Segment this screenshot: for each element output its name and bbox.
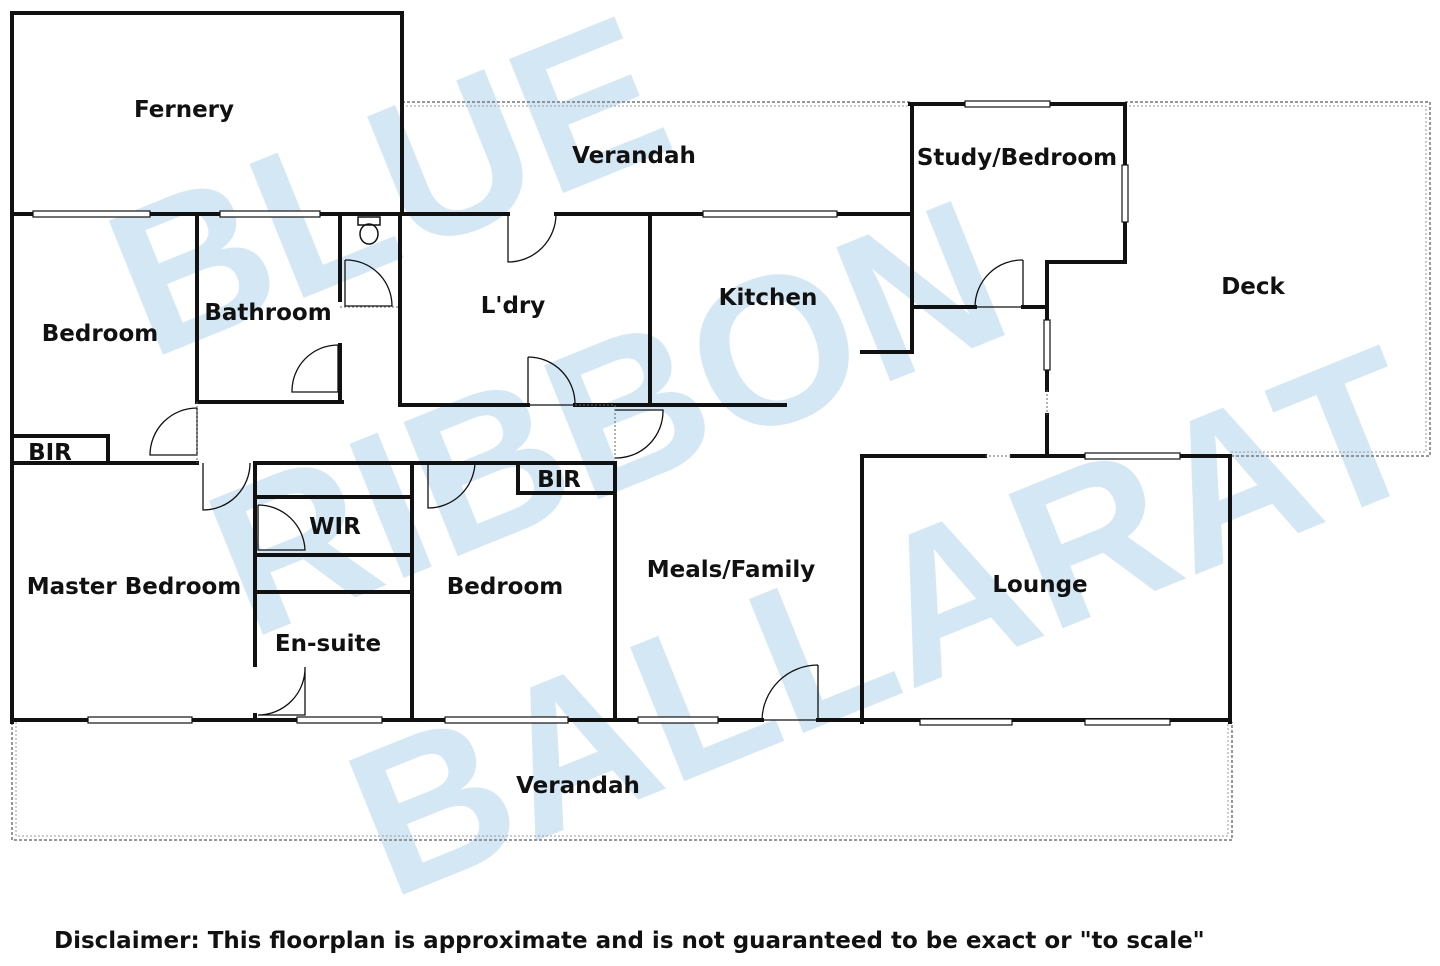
door-swing	[614, 409, 664, 459]
window	[219, 210, 321, 218]
windows	[32, 100, 1181, 726]
window	[1043, 319, 1051, 371]
window	[637, 716, 719, 724]
outdoor-areas	[11, 101, 1431, 841]
room-ensuite: En-suite	[275, 631, 381, 657]
door-swing	[291, 344, 339, 393]
window	[1121, 164, 1129, 223]
verandah-deck-outline	[11, 101, 1431, 841]
room-verandah-top: Verandah	[572, 143, 696, 169]
window	[87, 716, 193, 724]
door-swing	[257, 666, 306, 716]
room-master-bedroom: Master Bedroom	[27, 574, 242, 600]
window	[964, 100, 1051, 108]
room-meals-family: Meals/Family	[647, 557, 816, 583]
disclaimer: Disclaimer: This floorplan is approximat…	[54, 928, 1205, 954]
door-swing	[974, 259, 1024, 308]
room-bedroom-1: Bedroom	[42, 321, 159, 347]
room-bathroom: Bathroom	[204, 300, 331, 326]
room-study-bedroom: Study/Bedroom	[917, 145, 1117, 171]
room-bedroom-2: Bedroom	[447, 574, 564, 600]
window	[1084, 452, 1181, 460]
room-labels: Fernery Verandah Study/Bedroom Deck Bedr…	[27, 97, 1286, 799]
window	[702, 210, 838, 218]
window	[919, 718, 1013, 726]
door-swing	[761, 664, 819, 721]
room-deck: Deck	[1221, 274, 1285, 300]
window	[32, 210, 151, 218]
doors	[149, 213, 1048, 721]
room-lounge: Lounge	[992, 572, 1087, 598]
door-swing	[427, 462, 476, 509]
window	[1084, 718, 1171, 726]
door-swing	[149, 407, 198, 456]
door-swing	[507, 213, 557, 263]
room-bir-1: BIR	[28, 440, 72, 466]
door-swing	[344, 259, 393, 307]
room-bir-2: BIR	[537, 467, 581, 493]
room-kitchen: Kitchen	[719, 285, 818, 311]
window	[444, 716, 569, 724]
room-fernery: Fernery	[134, 97, 234, 123]
toilet-icon	[357, 216, 381, 245]
room-laundry: L'dry	[481, 293, 546, 319]
watermark: BLUE RIBBON BALLARAT	[79, 0, 1440, 942]
room-verandah-bottom: Verandah	[516, 773, 640, 799]
door-swing	[202, 462, 251, 511]
walls	[10, 11, 1232, 724]
window	[296, 716, 383, 724]
door-swing	[257, 504, 306, 551]
room-wir: WIR	[309, 514, 361, 540]
verandah-deck-outline-inner	[15, 105, 1427, 837]
